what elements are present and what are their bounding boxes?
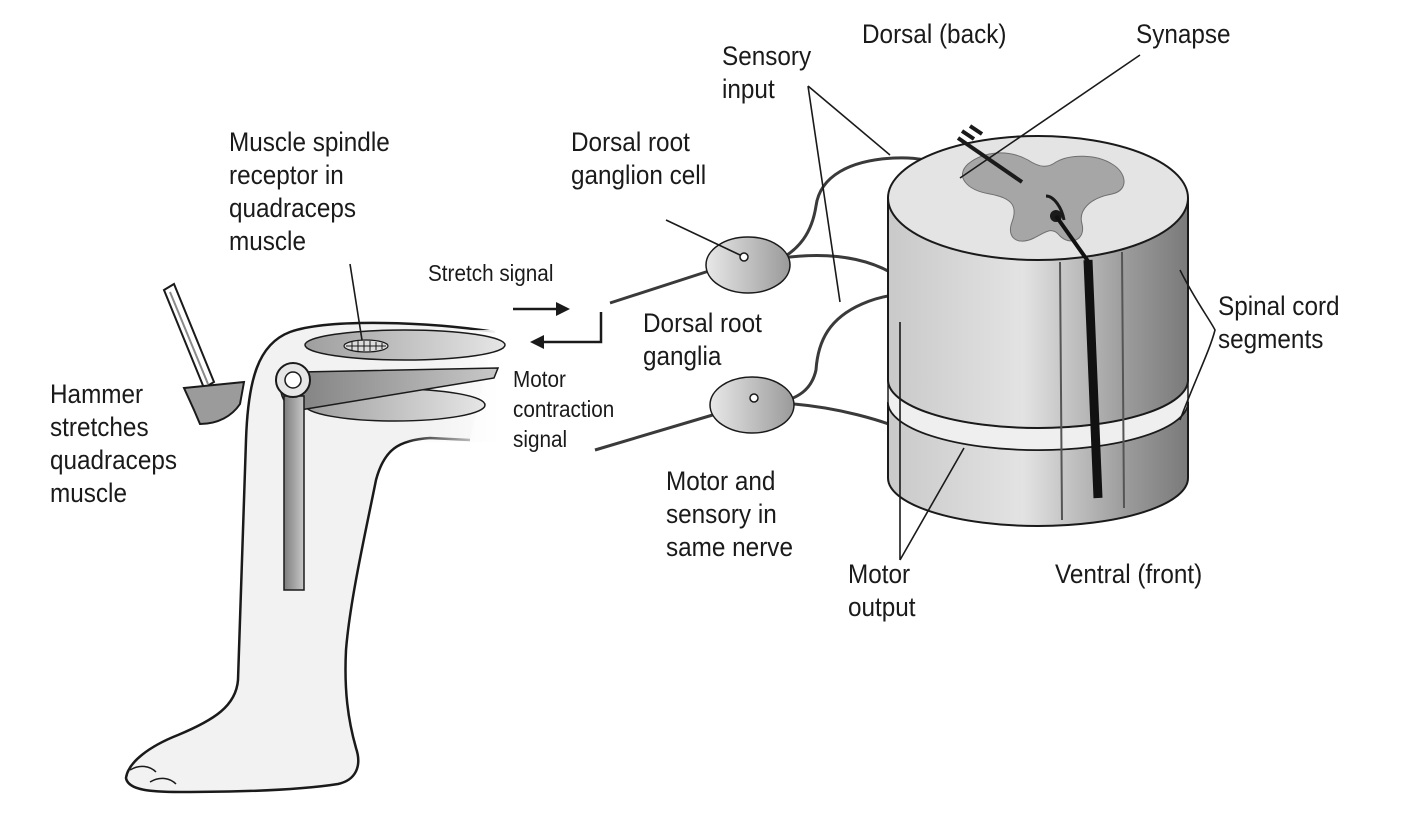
motor-contraction-label: Motor contraction signal — [513, 366, 615, 452]
reflex-hammer — [162, 282, 246, 426]
synapse-marker — [956, 124, 1024, 184]
spinal-cord-segments-label: Spinal cord segments — [1218, 291, 1340, 354]
muscle-spindle — [343, 339, 389, 353]
ventral-groove — [1083, 259, 1103, 499]
tibia-bone — [283, 395, 305, 591]
ganglia — [705, 236, 795, 434]
upper-segment — [887, 197, 1189, 429]
motor-fiber-upper — [769, 292, 911, 406]
stretch-signal-label: Stretch signal — [428, 260, 554, 286]
dorsal-back-label: Dorsal (back) — [862, 19, 1007, 49]
motor-and-sensory-label: Motor and sensory in same nerve — [666, 466, 793, 562]
hammer-head — [182, 380, 246, 426]
sensory-nerve — [609, 268, 713, 305]
dorsal-root-ganglion-cell-label: Dorsal root ganglion cell — [571, 127, 707, 190]
ventral-ridge-left — [1059, 261, 1063, 521]
ventral-front-label: Ventral (front) — [1055, 559, 1203, 589]
grey-matter-butterfly — [962, 152, 1125, 242]
dorsal-root-ganglia-label: Dorsal root ganglia — [643, 308, 762, 371]
quadriceps-muscle — [304, 329, 506, 361]
ventral-fissure-top — [1045, 194, 1066, 221]
leg — [124, 321, 506, 794]
motor-sensory-ganglion — [709, 376, 795, 434]
toe-outline — [129, 765, 177, 785]
signal-arrows — [513, 302, 603, 349]
hammer-label: Hammer stretches quadraceps muscle — [50, 379, 177, 508]
leader-lines — [349, 54, 1216, 561]
synapse-label: Synapse — [1136, 19, 1231, 49]
motor-output-label: Motor output — [848, 559, 916, 622]
ventral-ridge-right — [1121, 251, 1125, 509]
dorsal-root-ganglion — [705, 236, 791, 294]
muscle-spindle-label: Muscle spindle receptor in quadraceps mu… — [229, 127, 390, 256]
sensory-input-label: Sensory input — [722, 41, 812, 104]
motor-contraction-arrow — [542, 312, 603, 344]
spinal-cord — [887, 124, 1189, 527]
mixed-nerve — [594, 412, 717, 452]
